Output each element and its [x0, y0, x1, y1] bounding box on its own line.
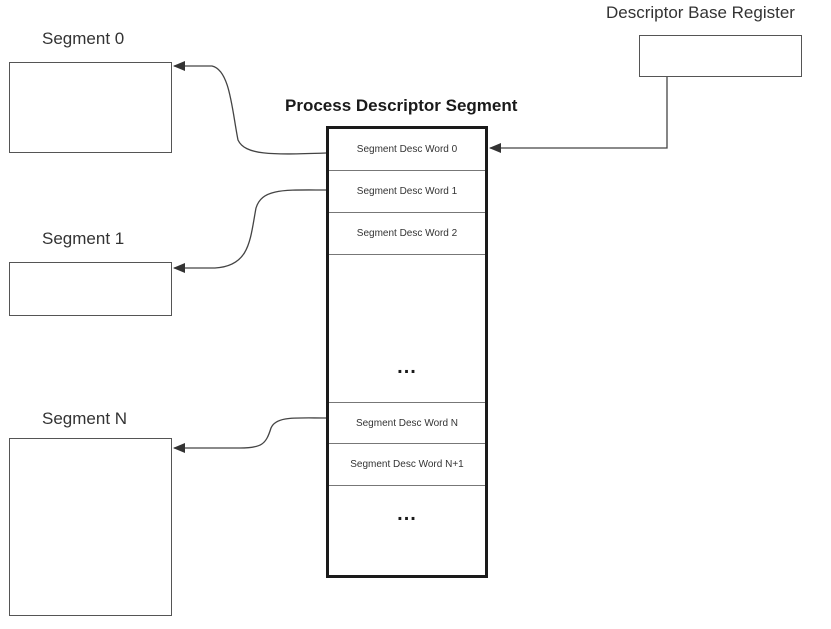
process-descriptor-segment-title: Process Descriptor Segment: [285, 96, 518, 115]
arrow-word-1-to-segment-1: [173, 189, 327, 273]
segment-desc-word-2: Segment Desc Word 2: [329, 213, 485, 255]
arrow-word-0-to-segment-0: [173, 61, 327, 155]
descriptor-base-register-label: Descriptor Base Register: [606, 3, 795, 22]
segment-desc-word-n-plus-1: Segment Desc Word N+1: [329, 444, 485, 486]
segment-desc-word-0: Segment Desc Word 0: [329, 129, 485, 171]
descriptor-base-register-box: [639, 35, 802, 77]
segment-desc-word-1: Segment Desc Word 1: [329, 171, 485, 213]
segment-n-box: [9, 438, 172, 616]
arrow-register-to-word-0: [489, 77, 668, 153]
segment-0-box: [9, 62, 172, 153]
segment-desc-word-n: Segment Desc Word N: [329, 402, 485, 444]
segment-0-label: Segment 0: [42, 29, 125, 48]
process-descriptor-segment: Segment Desc Word 0 Segment Desc Word 1 …: [326, 126, 488, 578]
arrow-word-n-to-segment-n: [173, 417, 327, 453]
ellipsis-upper: ...: [397, 356, 417, 378]
segment-n-label: Segment N: [42, 409, 128, 428]
segment-1-label: Segment 1: [42, 229, 125, 248]
segment-1-box: [9, 262, 172, 316]
ellipsis-lower: ...: [397, 503, 417, 525]
